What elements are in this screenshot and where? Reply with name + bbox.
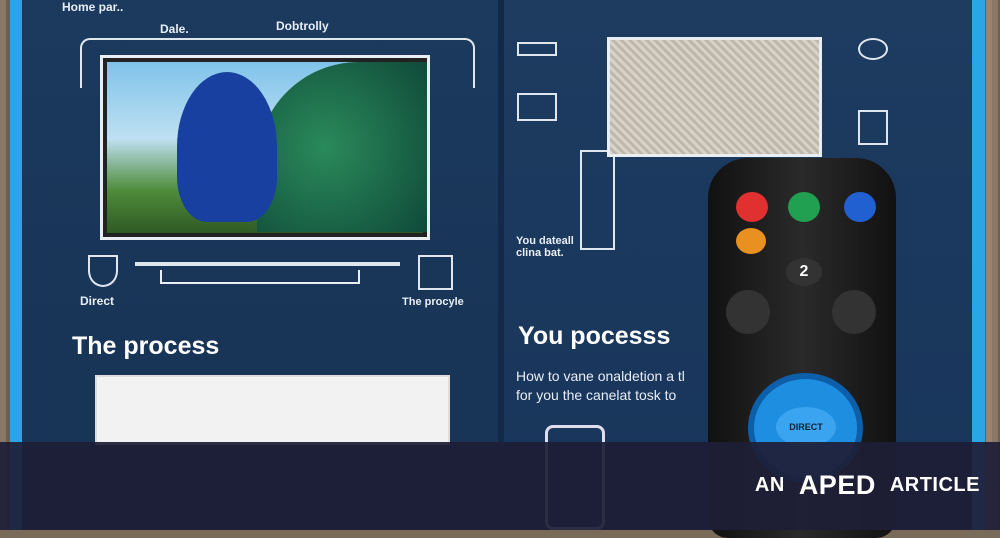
yellow-button[interactable]: [736, 228, 766, 254]
device-icon: [517, 42, 557, 56]
ok-button[interactable]: DIRECT: [776, 407, 836, 447]
tablet-icon: [858, 110, 888, 145]
width-arrow: [135, 262, 400, 266]
direct-icon: [88, 255, 118, 287]
camera-icon: [858, 38, 888, 60]
blue-button[interactable]: [844, 192, 876, 222]
book-spine: [498, 0, 504, 530]
label-procyle: The procyle: [402, 296, 464, 308]
top-label: Home par..: [62, 0, 124, 14]
right-round-button[interactable]: [832, 290, 876, 334]
right-heading: You pocesss: [518, 322, 671, 350]
monitor-icon: [517, 93, 557, 121]
body-line-1: How to vane onaldetion a tl: [516, 368, 685, 384]
number-button[interactable]: 2: [786, 258, 822, 286]
tv-stand: [160, 270, 360, 284]
left-round-button[interactable]: [726, 290, 770, 334]
green-button[interactable]: [788, 192, 820, 222]
label-direct: Direct: [80, 294, 115, 308]
peacock: [177, 72, 277, 222]
footer-banner: [0, 442, 1000, 530]
cabinet-sketch: [95, 375, 450, 445]
tv-screen-peacock: [107, 62, 427, 233]
tv-illustration: [100, 55, 430, 240]
red-button[interactable]: [736, 192, 768, 222]
tower-icon: [580, 150, 615, 250]
banner-suffix: ARTICLE: [889, 474, 980, 496]
body-line-2: for you the canelat tosk to: [516, 387, 677, 403]
diagram-bracket: [80, 38, 475, 88]
aped-logo: APED: [798, 470, 876, 500]
label-dobtrolly: Dobtrolly: [276, 19, 329, 33]
label-dale: Dale.: [160, 22, 189, 36]
left-heading: The process: [72, 332, 220, 360]
aped-branding[interactable]: AN APED ARTICLE: [755, 470, 980, 501]
frame-icon: [418, 255, 453, 290]
banner-prefix: AN: [754, 474, 785, 496]
label-you: You dateall clina bat.: [516, 235, 574, 259]
tv-sketch: [607, 37, 822, 157]
peacock-tail: [257, 62, 427, 232]
